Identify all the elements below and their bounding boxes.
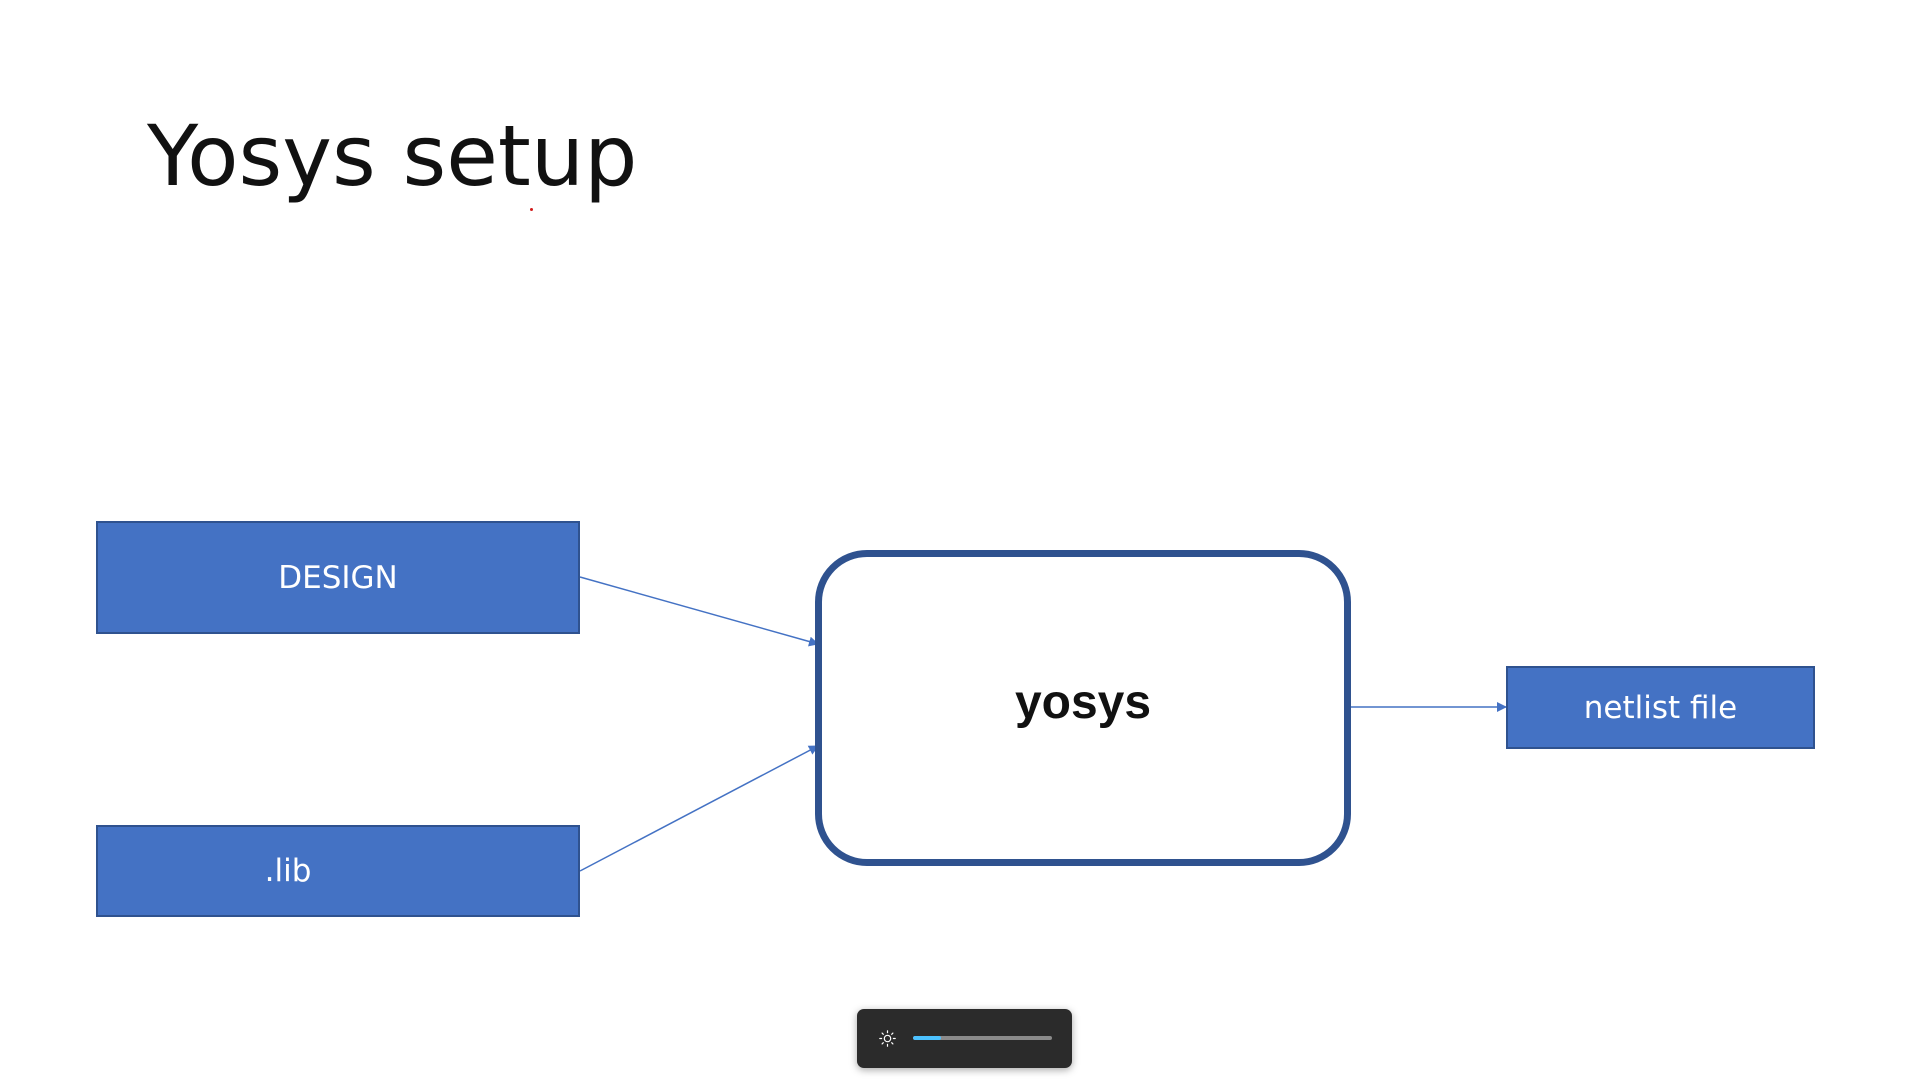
yosys-process-box: yosys (815, 550, 1351, 866)
design-label: DESIGN (278, 559, 398, 596)
lib-label: .lib (264, 853, 312, 889)
arrow-lib-to-yosys (579, 745, 819, 872)
sun-icon (879, 1030, 896, 1047)
brightness-slider-fill (913, 1036, 941, 1040)
design-input-box: DESIGN (96, 521, 580, 634)
arrow-design-to-yosys (579, 576, 819, 647)
spellcheck-mark (530, 208, 533, 211)
brightness-flyout (857, 1009, 1072, 1068)
netlist-output-box: netlist file (1506, 666, 1815, 749)
yosys-label: yosys (1014, 675, 1152, 729)
lib-input-box: .lib (96, 825, 580, 917)
netlist-label: netlist file (1583, 689, 1738, 726)
brightness-slider[interactable] (913, 1036, 1052, 1040)
slide-title: Yosys setup (147, 107, 638, 205)
